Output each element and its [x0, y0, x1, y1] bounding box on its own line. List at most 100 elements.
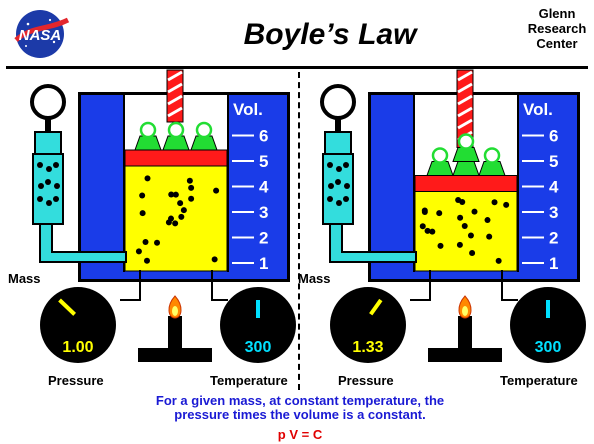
flame-core — [462, 306, 468, 316]
mass-molecule — [336, 200, 342, 206]
gas-molecule — [172, 191, 179, 198]
scale-label: 4 — [259, 178, 269, 197]
piston — [124, 149, 228, 167]
rod-stripe — [167, 106, 183, 118]
header-divider — [6, 66, 588, 69]
gas-molecule — [211, 256, 218, 263]
pressure-needle — [369, 298, 383, 316]
temperature-value: 300 — [535, 339, 562, 356]
gas-molecule — [168, 191, 175, 198]
mass-label: Mass — [298, 271, 331, 286]
mass-gauge-ring — [30, 84, 66, 120]
weight-hook — [483, 147, 501, 164]
weight-hook — [167, 121, 185, 139]
gas-molecule — [484, 217, 491, 224]
gas-molecule — [491, 199, 498, 206]
caption-line: For a given mass, at constant temperatur… — [155, 393, 445, 408]
mass-molecule — [336, 166, 342, 172]
rod-stripe — [457, 70, 473, 82]
gas-molecule — [455, 197, 462, 204]
gas-molecule — [142, 239, 149, 246]
glenn-research-center-label: Glenn Research Center — [520, 6, 594, 51]
mass-molecule — [45, 179, 51, 185]
center-label-line: Glenn — [538, 6, 576, 21]
rod-stripe — [457, 94, 473, 106]
mass-molecule — [38, 183, 44, 189]
scale-label: 6 — [259, 127, 268, 146]
scale-label: 3 — [549, 203, 558, 222]
rod-stripe — [167, 94, 183, 106]
mass-molecule — [46, 200, 52, 206]
caption: For a given mass, at constant temperatur… — [80, 394, 520, 422]
gas-molecule — [165, 219, 172, 226]
weight — [478, 161, 506, 176]
nasa-logo: NASA — [14, 10, 70, 58]
weight-hook — [139, 121, 157, 139]
weight-hook — [195, 121, 213, 139]
gas-molecule — [503, 201, 510, 208]
gas-molecule — [172, 220, 179, 227]
gas-molecule — [456, 241, 463, 248]
center-label-line: Research — [527, 21, 587, 36]
pressure-line — [120, 270, 141, 301]
scale-label: 1 — [259, 254, 268, 273]
weight — [162, 135, 190, 151]
gas-molecule — [461, 223, 468, 230]
gas-molecule — [188, 195, 195, 202]
rod-stripe — [167, 70, 183, 82]
pressure-value: 1.00 — [62, 339, 93, 356]
connecting-tube — [329, 223, 417, 263]
temperature-line — [501, 270, 518, 301]
gas-molecule — [178, 213, 185, 220]
weight — [190, 135, 218, 151]
gas-molecule — [457, 214, 464, 221]
page-title: Boyle’s Law — [243, 18, 417, 51]
gas-molecule — [429, 228, 436, 235]
gas-molecule — [469, 250, 476, 257]
center-label-line: Center — [536, 36, 578, 51]
mass-plunger — [34, 131, 62, 155]
mass-molecule — [53, 196, 59, 202]
scale-label: 2 — [259, 229, 268, 248]
temperature-label: Temperature — [210, 373, 288, 388]
scale-label: 6 — [549, 127, 558, 146]
gas-molecule — [471, 208, 478, 215]
gas-molecule — [139, 210, 146, 217]
mass-molecule — [343, 162, 349, 168]
mass-label: Mass — [8, 271, 41, 286]
mass-molecule — [327, 162, 333, 168]
scale-label: 4 — [549, 178, 559, 197]
weight — [134, 135, 162, 151]
flame-core — [172, 306, 178, 316]
scale-label: 5 — [259, 152, 268, 171]
gas-molecule — [495, 257, 502, 264]
temperature-label: Temperature — [500, 373, 578, 388]
mass-molecule — [343, 196, 349, 202]
gas-molecule — [421, 209, 428, 216]
mass-molecule — [53, 162, 59, 168]
mass-molecule — [37, 196, 43, 202]
gas-molecule — [188, 184, 195, 191]
gas-region — [124, 165, 228, 272]
gas-molecule — [139, 192, 146, 199]
pressure-line — [410, 270, 431, 301]
scale-label: 2 — [549, 229, 558, 248]
nasa-logo-text: NASA — [19, 27, 62, 44]
gas-molecule — [436, 210, 443, 217]
mass-molecule — [37, 162, 43, 168]
mass-gauge-stem — [45, 117, 51, 133]
pressure-label: Pressure — [48, 373, 104, 388]
temperature-line — [211, 270, 228, 301]
panel-divider — [298, 72, 300, 390]
rod-stripe — [457, 106, 473, 118]
gas-molecule — [437, 242, 444, 249]
gas-molecule — [424, 227, 431, 234]
weight-hook — [431, 147, 449, 164]
scale-label: 3 — [259, 203, 268, 222]
caption-line: pressure times the volume is a constant. — [174, 407, 426, 422]
piston — [414, 175, 518, 192]
